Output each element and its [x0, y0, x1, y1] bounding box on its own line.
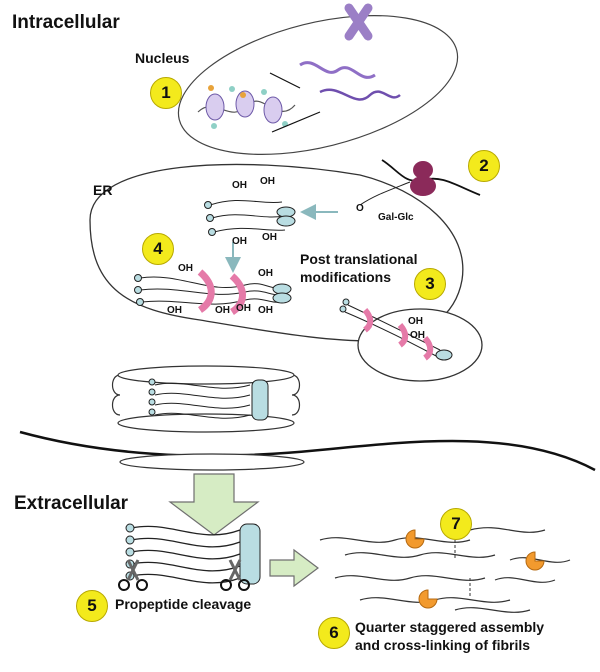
procollagen-bundle [131, 525, 241, 584]
intracellular-label: Intracellular [12, 12, 120, 33]
oh-label-1: OH [232, 180, 247, 191]
oh-label-12: OH [410, 330, 425, 341]
procollagen-chains [204, 199, 296, 236]
oh-label-4: OH [262, 232, 277, 243]
oh-label-8: OH [236, 303, 251, 314]
oh-label-9: OH [258, 305, 273, 316]
nucleus-compartment [177, 15, 459, 155]
crosslink-icons [405, 529, 545, 609]
er-compartment [89, 163, 464, 342]
plasma-membrane [19, 430, 596, 472]
step-4-badge: 4 [142, 233, 174, 265]
step-2-badge: 2 [468, 150, 500, 182]
oh-label-11: OH [408, 316, 423, 327]
chromatin-fiber-icon [299, 61, 401, 101]
oh-label-2: OH [260, 176, 275, 187]
crosslink-lines [454, 540, 471, 596]
ribosome-icon [413, 161, 433, 179]
secretory-vesicle-bottom [119, 453, 305, 471]
c-propeptide-block [239, 523, 261, 585]
vesicle-procollagen [339, 298, 453, 361]
nascent-chain [359, 181, 411, 206]
chromosome-icon [344, 3, 373, 41]
oh-label-7: OH [215, 305, 230, 316]
step-1-badge: 1 [150, 77, 182, 109]
oh-label-10: OH [258, 268, 273, 279]
gal-glc-label: Gal-Glc [378, 212, 414, 223]
scissors-icon [118, 559, 148, 591]
assembly-arrow [269, 548, 319, 588]
er-label: ER [93, 182, 113, 198]
step-7-badge: 7 [440, 508, 472, 540]
oh-label-3: OH [232, 236, 247, 247]
oh-label-6: OH [167, 305, 182, 316]
secretory-vesicle [357, 308, 483, 382]
secretion-arrow [168, 473, 260, 536]
step-6-badge: 6 [318, 617, 350, 649]
step-3-badge: 3 [414, 268, 446, 300]
quarter-label: Quarter staggered assembly and cross-lin… [355, 619, 545, 653]
hydroxylated-triple-helix [134, 269, 292, 315]
ptm-label: Post translational modifications [300, 251, 418, 285]
oxygen-label: O [356, 203, 364, 214]
oh-label-5: OH [178, 263, 193, 274]
step-5-badge: 5 [76, 590, 108, 622]
extracellular-label: Extracellular [14, 493, 129, 514]
golgi-stack [111, 365, 301, 433]
propeptide-label: Propeptide cleavage [115, 596, 252, 612]
nucleus-label: Nucleus [135, 50, 190, 66]
scissors-icon-right [220, 559, 250, 591]
